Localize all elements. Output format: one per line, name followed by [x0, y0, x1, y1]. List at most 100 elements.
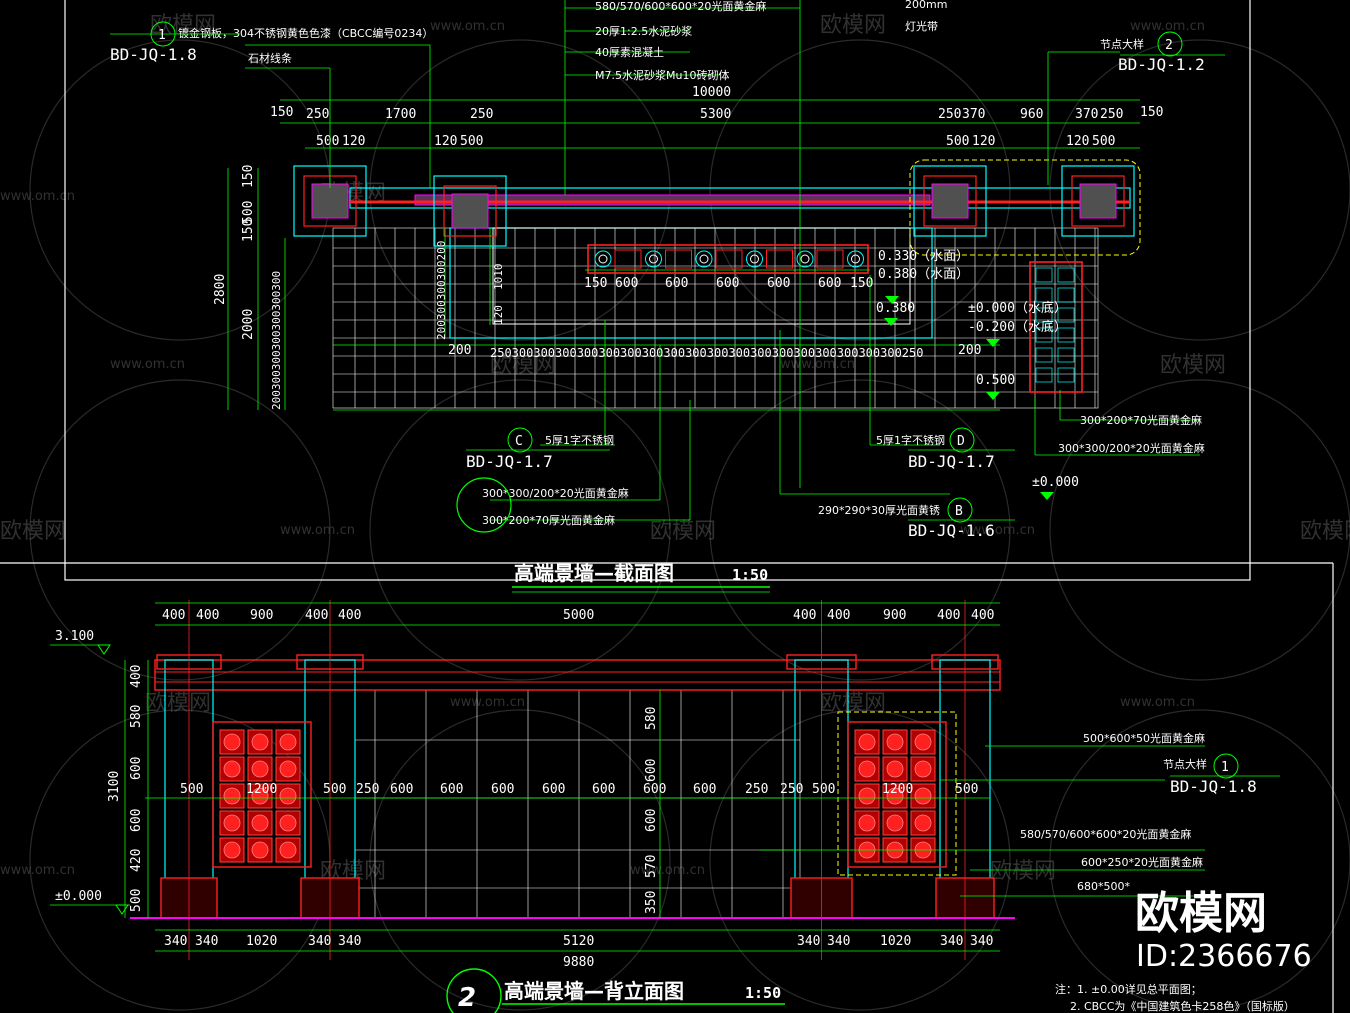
- elev-dim-lines: [124, 602, 1000, 952]
- elev-scale: 1:50: [745, 984, 781, 1002]
- fountain-nozzle: [645, 250, 662, 268]
- dim-text: 2800: [213, 274, 228, 305]
- pillar-core: [451, 193, 489, 229]
- level-text: ±0.000（水底）: [968, 300, 1067, 316]
- level-text: ±0.000: [55, 889, 102, 904]
- dim-text: 150: [1140, 105, 1163, 120]
- level-text: ±0.000: [1032, 475, 1079, 490]
- dim-text: 1200: [882, 782, 913, 797]
- callout-c: C 5厚1字不锈钢 BD-JQ-1.7: [466, 427, 614, 471]
- plan-scale: 1:50: [732, 566, 768, 584]
- wall-cap: [349, 187, 1131, 209]
- callout-label: 节点大样: [1163, 757, 1207, 771]
- callout-ref: BD-JQ-1.8: [1170, 777, 1257, 796]
- material-note: 300*300/200*20光面黄金麻: [482, 486, 629, 500]
- elev-top-dims: 400 400 900 400 400 5000 400 400 900 400…: [162, 608, 994, 623]
- material-note: 2. CBCC为《中国建筑色卡258色》（国标版）: [1070, 999, 1295, 1013]
- tile-cell: [1057, 267, 1075, 283]
- watermark-url: www.om.cn: [630, 863, 705, 878]
- dim-text: 1010: [492, 264, 505, 291]
- decor-rosette: [886, 733, 904, 751]
- fountain-nozzle: [594, 250, 612, 268]
- callout-number: 1: [1221, 760, 1229, 775]
- watermark-text: 欧模网: [1160, 353, 1226, 378]
- plan-overall-dim: 10000: [692, 85, 731, 100]
- decor-rosette: [858, 733, 876, 751]
- tile-cell: [1057, 307, 1075, 323]
- material-note: M7.5水泥砂浆Mu10砖砌体: [595, 68, 729, 82]
- dim-text: 570: [644, 855, 659, 878]
- tile-panel: [1029, 261, 1083, 393]
- detail-2-outline: [909, 159, 1141, 256]
- dim-text: 5300: [700, 107, 731, 122]
- dim-text: 340: [797, 934, 820, 949]
- dim-text: 340: [308, 934, 331, 949]
- dim-text: 5000: [563, 608, 594, 623]
- decor-rosette: [858, 814, 876, 832]
- dim-text: 600: [129, 809, 144, 832]
- dim-text: 340: [338, 934, 361, 949]
- material-note: 300*300/200*20光面黄金麻: [1058, 441, 1205, 455]
- plan-paving-grid: [332, 227, 1099, 409]
- fountain-nozzle: [847, 250, 864, 268]
- decor-rosette: [251, 814, 269, 832]
- decor-rosette: [251, 733, 269, 751]
- dim-text: 340: [195, 934, 218, 949]
- dim-text: 370: [1075, 107, 1098, 122]
- plan-material-notes: 580/570/600*600*20光面黄金麻 20厚1:2.5水泥砂浆 40厚…: [178, 0, 1205, 527]
- pillar-frame: [923, 175, 977, 227]
- decor-rosette: [914, 814, 932, 832]
- dim-text: 960: [1020, 107, 1043, 122]
- dim-text: 120: [1066, 134, 1089, 149]
- dim-text: 500: [129, 889, 144, 912]
- dim-text: 500: [180, 782, 203, 797]
- decor-rosette: [914, 733, 932, 751]
- plan-dim-lines: [227, 99, 1140, 411]
- dim-text: 580: [129, 705, 144, 728]
- callout-text: 5厚1字不锈钢: [545, 433, 614, 447]
- dim-text: 250: [938, 107, 961, 122]
- elev-wall-grid: [354, 689, 801, 919]
- brand-overlay: 欧模网 ID:2366676: [1135, 888, 1312, 974]
- fountain-row: [594, 249, 864, 269]
- dim-text: 600: [615, 276, 638, 291]
- callout-d: D 5厚1字不锈钢 BD-JQ-1.7: [876, 427, 1015, 471]
- plan-leaders: [245, 0, 1200, 521]
- watermark-url: www.om.cn: [0, 863, 75, 878]
- dim-text: 200: [448, 343, 471, 358]
- dim-text: 250: [780, 782, 803, 797]
- decor-rosette: [886, 787, 904, 805]
- watermark-url: www.om.cn: [780, 357, 855, 372]
- dim-text: 250: [1100, 107, 1123, 122]
- tile-cell: [1035, 367, 1053, 383]
- brand-id: ID:2366676: [1136, 939, 1312, 974]
- pillar-frame: [443, 185, 497, 237]
- callout-text: 290*290*30厚光面黄锈: [818, 503, 940, 517]
- decor-rosette: [251, 760, 269, 778]
- fountain-divider: [665, 249, 692, 269]
- dim-text: 1700: [385, 107, 416, 122]
- pillar-core: [311, 183, 349, 219]
- dim-text: 400: [793, 608, 816, 623]
- dim-text: 150: [270, 105, 293, 120]
- pillar-frame: [1071, 175, 1125, 227]
- callout-number: D: [957, 434, 965, 449]
- watermark-url: www.om.cn: [430, 19, 505, 34]
- decor-rosette: [886, 760, 904, 778]
- pillar-core: [1079, 183, 1117, 219]
- dim-text: 600: [693, 782, 716, 797]
- dim-text: 400: [305, 608, 328, 623]
- elev-mid-dims: 500 1200 500 250 600 600 600 600 600 600…: [180, 782, 978, 797]
- dim-text: 5120: [563, 934, 594, 949]
- dim-text: 340: [164, 934, 187, 949]
- tile-cell: [1035, 327, 1053, 343]
- watermark-text: 欧模网: [1300, 519, 1350, 544]
- callout-number: 2: [1165, 38, 1173, 53]
- dim-text: 600: [818, 276, 841, 291]
- dim-text: 340: [940, 934, 963, 949]
- callout-1: 1 BD-JQ-1.8: [110, 21, 240, 64]
- watermark-url: www.om.cn: [110, 357, 185, 372]
- wall-beam: [414, 194, 931, 206]
- material-note: 580/570/600*600*20光面黄金麻: [1020, 827, 1191, 841]
